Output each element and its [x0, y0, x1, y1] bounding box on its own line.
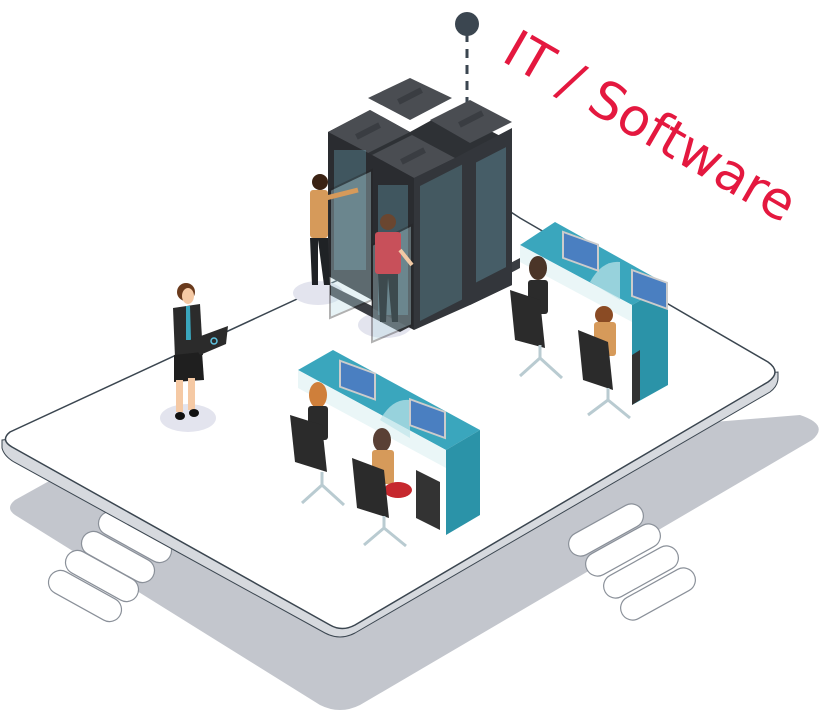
workstation-group-1 [510, 222, 668, 420]
technician-2 [375, 214, 414, 322]
steps-left [47, 510, 173, 623]
title-text: IT / Software [494, 19, 807, 234]
workstation-group-2 [290, 350, 480, 548]
steps-right [568, 503, 696, 621]
technician-1 [310, 174, 359, 285]
location-pin [455, 12, 479, 108]
manager-with-laptop [173, 283, 228, 420]
